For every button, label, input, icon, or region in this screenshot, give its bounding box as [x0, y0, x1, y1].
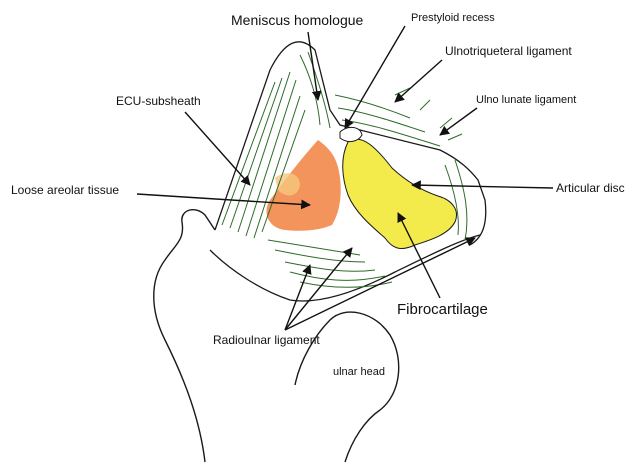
arrow-icon [308, 32, 318, 100]
arrow-icon [285, 248, 352, 330]
label-loose-areolar-tissue: Loose areolar tissue [11, 184, 119, 196]
articular-disc-region [343, 139, 457, 248]
arrow-icon [185, 112, 250, 185]
label-fibrocartilage: Fibrocartilage [397, 302, 488, 317]
label-radioulnar-ligament: Radioulnar ligament [213, 334, 320, 346]
arrow-icon [440, 108, 477, 135]
ulnar-head-outline [210, 235, 480, 301]
label-ulnotriqueteral-ligament: Ulnotriqueteral ligament [445, 45, 572, 57]
label-articular-disc: Articular disc [556, 182, 625, 194]
label-prestyloid-recess: Prestyloid recess [411, 13, 495, 24]
label-ulnar-head: ulnar head [333, 367, 385, 378]
label-ecu-subsheath: ECU-subsheath [116, 95, 201, 107]
label-meniscus-homologue: Meniscus homologue [231, 13, 363, 27]
label-ulno-lunate-ligament: Ulno lunate ligament [476, 95, 576, 106]
arrow-icon [395, 60, 442, 102]
arrow-icon [412, 185, 553, 188]
